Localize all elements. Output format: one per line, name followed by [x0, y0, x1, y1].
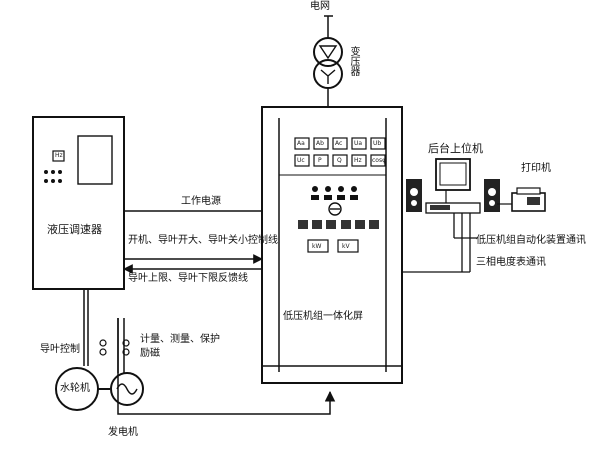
meter-label-6: Uc: [297, 157, 305, 164]
guide-vane-feedback-label: 导叶上限、导叶下限反馈线: [128, 273, 248, 284]
comm-label-b: 三相电度表通讯: [476, 257, 546, 268]
metering-label: 计量、测量、保护: [140, 334, 220, 345]
transformer-icon: [313, 37, 343, 107]
meter-label-7: P: [318, 157, 322, 164]
working-power-label: 工作电源: [181, 196, 221, 207]
generator-label: 发电机: [108, 427, 138, 438]
meter-label-4: Ua: [354, 140, 363, 147]
governor-indicator-label: Hz: [55, 152, 63, 159]
meter-label-1: Aa: [297, 140, 305, 147]
bottom-meter-label-1: kW: [312, 243, 322, 250]
grid-feed: [324, 15, 333, 38]
hydraulic-governor-label: 液压调速器: [47, 223, 102, 236]
meter-label-10: cosφ: [372, 157, 387, 164]
turbine-label: 水轮机: [60, 383, 90, 394]
meter-label-2: Ab: [316, 140, 324, 147]
signal-lines: [123, 210, 263, 274]
host-computer-icon: [406, 158, 500, 214]
host-computer-label: 后台上位机: [428, 142, 483, 155]
transformer-label: 变压器: [348, 46, 359, 76]
excitation-label: 励磁: [140, 348, 160, 359]
printer-icon: [497, 187, 546, 212]
grid-label: 电网: [310, 1, 330, 12]
hydraulic-governor: [32, 116, 125, 290]
printer-label: 打印机: [521, 163, 551, 174]
generator-output-line: [99, 318, 336, 415]
generator-icon: [98, 372, 144, 406]
selector-knob: [328, 202, 342, 216]
meter-row-1: [294, 137, 386, 150]
meter-label-8: Q: [337, 157, 342, 164]
integrated-cabinet-label: 低压机组一体化屏: [283, 311, 363, 322]
button-row: [298, 220, 379, 229]
meter-label-5: Ub: [373, 140, 382, 147]
governor-turbine-link: [83, 289, 89, 366]
comm-label-a: 低压机组自动化装置通讯: [476, 235, 586, 246]
start-stop-signal-label: 开机、导叶开大、导叶关小控制线: [128, 235, 278, 246]
meter-label-3: Ac: [335, 140, 343, 147]
integrated-cabinet: [261, 106, 403, 384]
indicator-lamps: [311, 186, 358, 200]
bottom-meters: [307, 239, 359, 253]
meter-row-2: [294, 154, 386, 167]
guide-vane-control-label: 导叶控制: [40, 344, 80, 355]
bottom-meter-label-2: kV: [342, 243, 350, 250]
comm-lines: [402, 213, 477, 273]
meter-label-9: Hz: [354, 157, 362, 164]
